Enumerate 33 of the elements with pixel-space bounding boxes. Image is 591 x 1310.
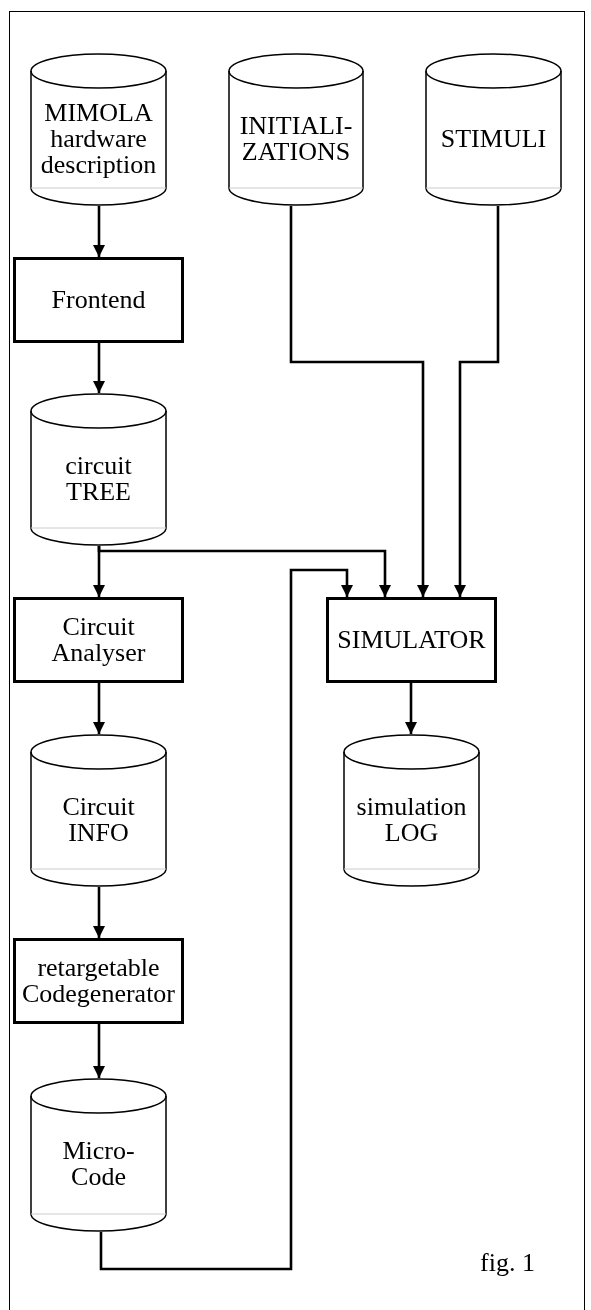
arrow bbox=[93, 683, 105, 734]
node-label: simulation LOG bbox=[355, 793, 468, 846]
arrow bbox=[93, 1024, 105, 1078]
database-cylinder bbox=[425, 53, 562, 206]
process-box bbox=[13, 257, 184, 343]
figure-label: fig. 1 bbox=[480, 1250, 535, 1276]
arrow bbox=[454, 206, 500, 597]
arrow bbox=[99, 568, 353, 1271]
process-box bbox=[13, 597, 184, 683]
node-label: SIMULATOR bbox=[337, 627, 486, 653]
node-label: MIMOLA hardware description bbox=[39, 99, 158, 178]
node-label: retargetable Codegenerator bbox=[20, 955, 176, 1007]
node-label: INITIALI- ZATIONS bbox=[238, 112, 354, 165]
arrow bbox=[405, 683, 417, 734]
database-cylinder bbox=[343, 734, 480, 887]
arrow bbox=[289, 206, 429, 597]
process-box bbox=[13, 938, 184, 1024]
arrow bbox=[93, 343, 105, 393]
database-cylinder bbox=[30, 734, 167, 887]
database-cylinder bbox=[228, 53, 364, 206]
database-cylinder bbox=[30, 1078, 167, 1232]
arrow bbox=[93, 887, 105, 938]
database-cylinder bbox=[30, 53, 167, 206]
node-label: Circuit Analyser bbox=[50, 614, 147, 666]
arrow bbox=[93, 206, 105, 257]
process-box bbox=[326, 597, 497, 683]
node-label: STIMULI bbox=[440, 125, 547, 152]
node-label: circuit TREE bbox=[64, 452, 133, 505]
arrow bbox=[97, 546, 391, 597]
node-label: Frontend bbox=[51, 287, 146, 313]
node-label: Micro- Code bbox=[61, 1138, 136, 1190]
database-cylinder bbox=[30, 393, 167, 546]
node-label: Circuit INFO bbox=[61, 793, 136, 846]
